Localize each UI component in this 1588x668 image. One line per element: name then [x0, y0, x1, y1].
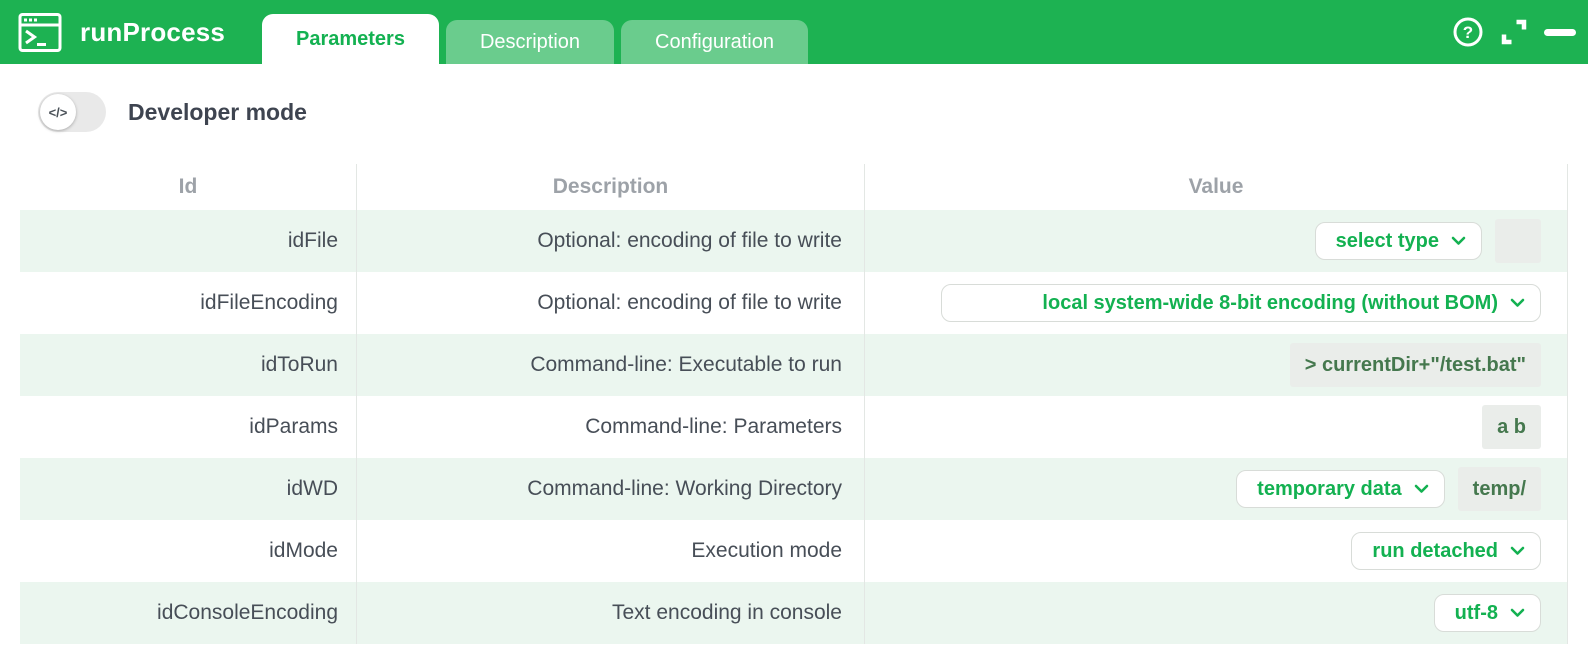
table-row: idFileEncoding Optional: encoding of fil… [20, 272, 1568, 334]
dropdown-selected-value: utf-8 [1454, 601, 1498, 624]
dropdown-idMode[interactable]: run detached [1351, 532, 1541, 570]
table-row: idParams Command-line: Parameters a b [20, 396, 1568, 458]
param-value-cell: select type [865, 210, 1568, 272]
param-description-cell: Text encoding in console [357, 582, 865, 644]
table-row: idWD Command-line: Working Directory tem… [20, 458, 1568, 520]
param-id-cell: idFile [20, 210, 357, 272]
table-row: idConsoleEncoding Text encoding in conso… [20, 582, 1568, 644]
chevron-down-icon [1414, 484, 1429, 494]
terminal-window-icon [18, 11, 62, 53]
app-header: runProcess Parameters Description Config… [0, 0, 1588, 64]
column-header-description: Description [357, 164, 865, 210]
input-idToRun[interactable]: > currentDir+"/test.bat" [1289, 343, 1541, 387]
column-header-id: Id [20, 164, 357, 210]
param-id-cell: idMode [20, 520, 357, 582]
param-value-cell: utf-8 [865, 582, 1568, 644]
table-row: idFile Optional: encoding of file to wri… [20, 210, 1568, 272]
column-header-value: Value [865, 164, 1568, 210]
table-row: idMode Execution mode run detached [20, 520, 1568, 582]
tab-description[interactable]: Description [445, 20, 615, 64]
tab-parameters[interactable]: Parameters [262, 14, 439, 64]
svg-text:?: ? [1463, 23, 1473, 42]
developer-mode-toggle[interactable]: </> [38, 92, 106, 132]
chevron-down-icon [1510, 546, 1525, 556]
dropdown-selected-value: local system-wide 8-bit encoding (withou… [1042, 291, 1498, 314]
param-description-cell: Command-line: Parameters [357, 396, 865, 458]
input-idWD[interactable]: temp/ [1457, 467, 1541, 511]
minimize-button[interactable] [1544, 28, 1576, 36]
param-id-cell: idFileEncoding [20, 272, 357, 334]
dropdown-selected-value: select type [1335, 229, 1439, 252]
param-id-cell: idWD [20, 458, 357, 520]
param-value-cell: temporary data temp/ [865, 458, 1568, 520]
expand-button[interactable] [1499, 17, 1529, 47]
tab-configuration[interactable]: Configuration [621, 20, 808, 64]
expand-icon [1499, 17, 1529, 47]
input-idParams[interactable]: a b [1482, 405, 1541, 449]
minimize-icon [1544, 28, 1576, 36]
app-brand: runProcess [18, 0, 225, 64]
param-value-cell: run detached [865, 520, 1568, 582]
chevron-down-icon [1510, 298, 1525, 308]
code-icon: </> [40, 94, 76, 130]
chevron-down-icon [1451, 236, 1466, 246]
header-actions: ? [1452, 0, 1576, 64]
parameters-table: Id Description Value idFile Optional: en… [20, 164, 1568, 644]
param-id-cell: idParams [20, 396, 357, 458]
chevron-down-icon [1510, 608, 1525, 618]
developer-mode-section: </> Developer mode [38, 90, 1588, 134]
param-description-cell: Execution mode [357, 520, 865, 582]
param-description-cell: Command-line: Executable to run [357, 334, 865, 396]
param-value-cell: > currentDir+"/test.bat" [865, 334, 1568, 396]
tab-strip: Parameters Description Configuration [262, 14, 808, 64]
param-id-cell: idToRun [20, 334, 357, 396]
dropdown-selected-value: run detached [1372, 539, 1498, 562]
developer-mode-label: Developer mode [128, 98, 307, 125]
input-idFile[interactable] [1495, 219, 1541, 263]
dropdown-idFile-type[interactable]: select type [1314, 222, 1482, 260]
param-description-cell: Optional: encoding of file to write [357, 272, 865, 334]
param-value-cell: local system-wide 8-bit encoding (withou… [865, 272, 1568, 334]
dropdown-selected-value: temporary data [1257, 477, 1402, 500]
table-row: idToRun Command-line: Executable to run … [20, 334, 1568, 396]
param-description-cell: Command-line: Working Directory [357, 458, 865, 520]
param-id-cell: idConsoleEncoding [20, 582, 357, 644]
help-icon: ? [1452, 16, 1484, 48]
table-header-row: Id Description Value [20, 164, 1568, 210]
page-title: runProcess [80, 16, 226, 47]
dropdown-idFileEncoding[interactable]: local system-wide 8-bit encoding (withou… [941, 284, 1541, 322]
dropdown-idConsoleEncoding[interactable]: utf-8 [1433, 594, 1541, 632]
param-value-cell: a b [865, 396, 1568, 458]
help-button[interactable]: ? [1452, 16, 1484, 48]
param-description-cell: Optional: encoding of file to write [357, 210, 865, 272]
dropdown-idWD[interactable]: temporary data [1236, 470, 1445, 508]
